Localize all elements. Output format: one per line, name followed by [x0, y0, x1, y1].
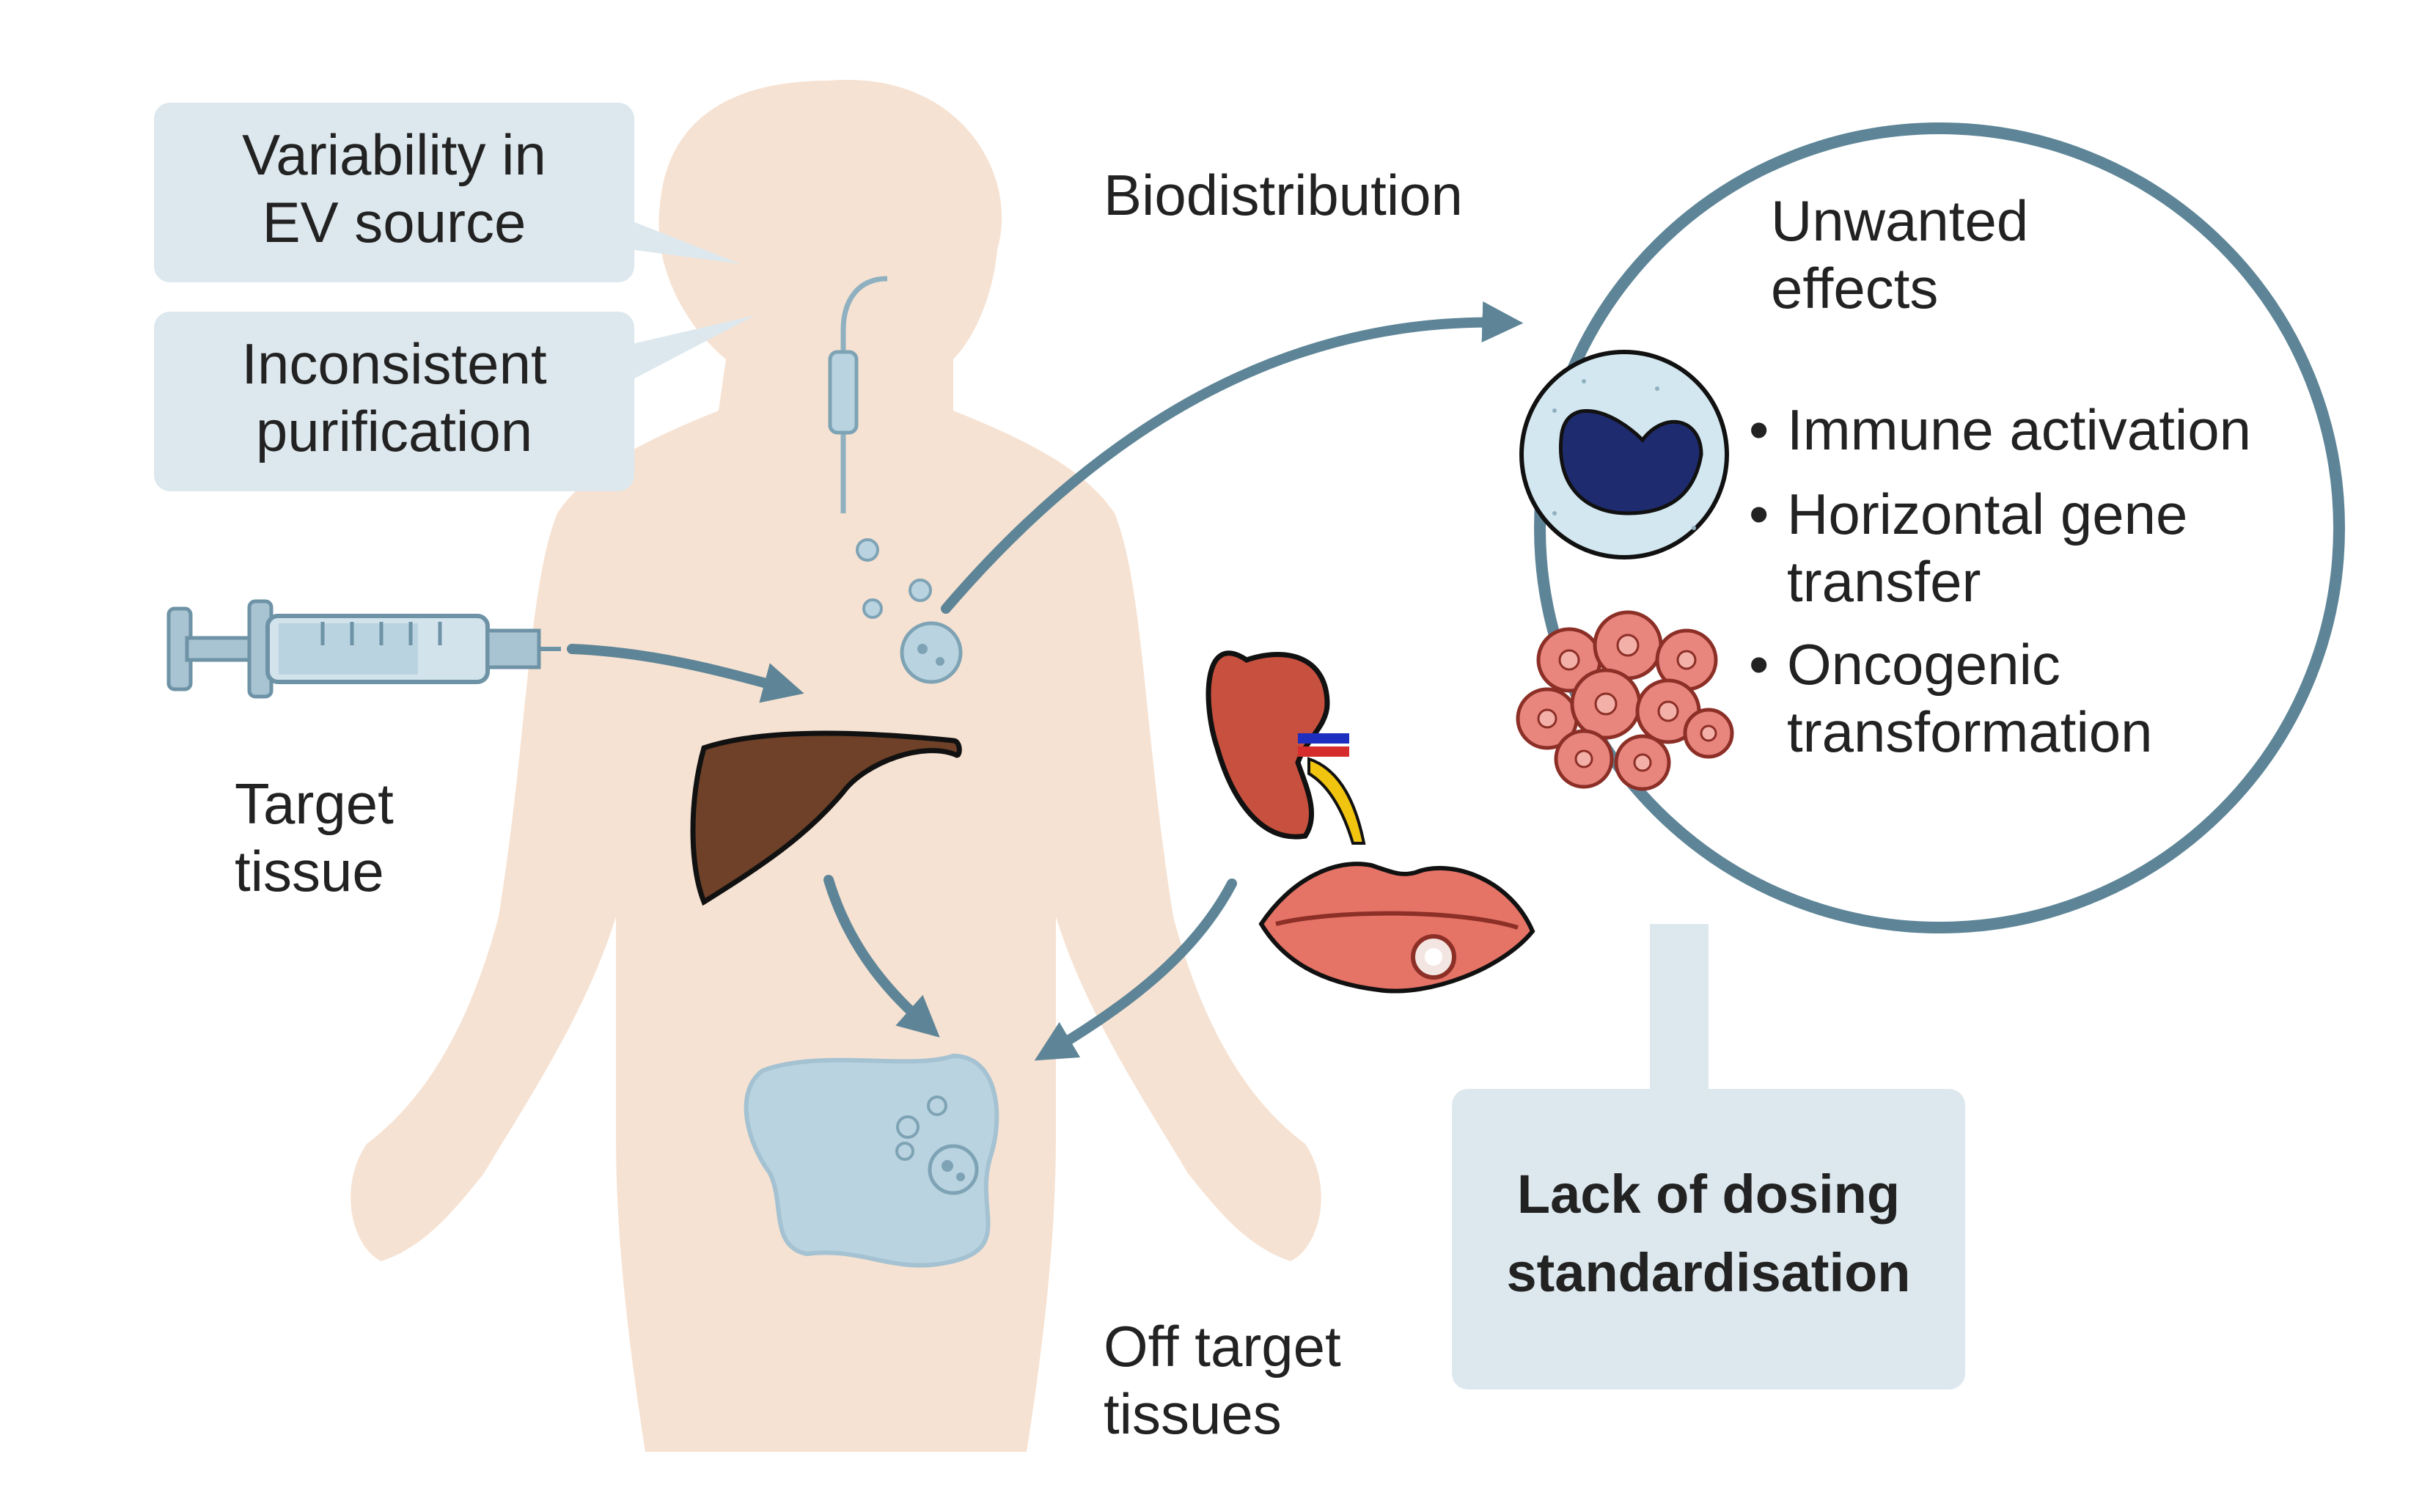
callout-variability-text: Variability in EV source [154, 121, 634, 256]
effect-item-immune: • Immune activation [1749, 396, 2251, 463]
callout-pointer [629, 315, 755, 381]
bullet: • [1749, 397, 1769, 462]
callout-variability [154, 103, 634, 282]
effect-immune-label: Immune activation [1787, 397, 2251, 462]
effect-onco-line1: Oncogenic [1787, 632, 2060, 697]
dosing-line1: Lack of dosing [1516, 1164, 1901, 1225]
offtarget-tissue-label: Off target tissues [1104, 1313, 1341, 1447]
effect-item-gene-transfer: • Horizontal gene transfer [1749, 480, 2187, 615]
kidney-icon [1206, 650, 1366, 845]
arrow-liver-to-tissue [823, 875, 940, 1038]
arrow-to-offtarget [1034, 878, 1237, 1061]
variability-line1: Variability in [242, 122, 546, 187]
unwanted-effects-title: Unwanted effects [1771, 187, 2028, 322]
biodistribution-label: Biodistribution [1104, 163, 1463, 227]
dosing-line2: standardisation [1506, 1242, 1911, 1304]
arrows [567, 301, 1524, 1061]
callout-dosing [1452, 1089, 1965, 1390]
iv-drip-icon [828, 276, 963, 684]
purification-line1: Inconsistent [241, 331, 547, 396]
callout-pointer [1650, 924, 1709, 1093]
effect-item-oncogenic: • Oncogenic transformation [1749, 631, 2153, 766]
callout-purification [154, 312, 634, 491]
unwanted-title-line2: effects [1771, 256, 1939, 321]
bullet: • [1749, 632, 1769, 697]
unwanted-title-line1: Unwanted [1771, 188, 2029, 253]
liver-icon [690, 730, 962, 906]
callout-dosing-text: Lack of dosing standardisation [1452, 1155, 1965, 1313]
bullet: • [1749, 482, 1769, 546]
unwanted-effects-circle [1534, 122, 2345, 933]
immune-cell-icon [1519, 350, 1729, 559]
effect-onco-line2: transformation [1787, 700, 2153, 765]
variability-line2: EV source [262, 190, 526, 255]
mouth-lesion-icon [1258, 862, 1535, 994]
arrow-syringe-to-liver [567, 644, 804, 703]
callout-pointer [629, 220, 741, 264]
purification-line2: purification [255, 399, 533, 464]
arrow-biodistribution [941, 301, 1524, 614]
offtarget-line1: Off target [1104, 1314, 1341, 1379]
tumor-cell-icon [744, 1053, 999, 1268]
target-tissue-label: Target tissue [235, 770, 394, 905]
effect-gene-line2: transfer [1787, 549, 1981, 614]
effect-gene-line1: Horizontal gene [1787, 482, 2188, 546]
target-line2: tissue [235, 839, 384, 904]
syringe-icon [166, 599, 561, 699]
target-line1: Target [235, 771, 394, 836]
callout-purification-text: Inconsistent purification [154, 330, 634, 465]
cancer-cells-icon [1516, 610, 1734, 791]
offtarget-line2: tissues [1104, 1381, 1282, 1447]
